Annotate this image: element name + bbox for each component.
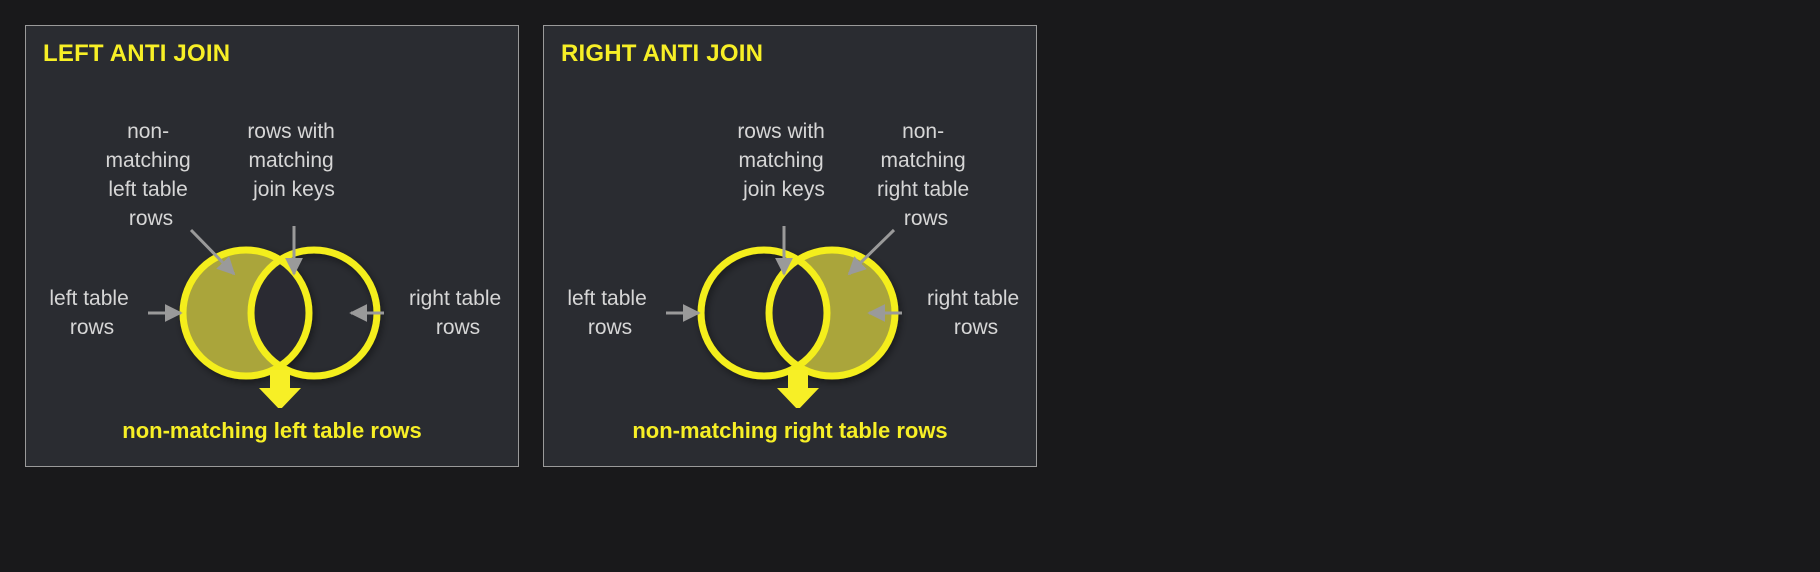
panel-caption: non-matching right table rows	[632, 418, 948, 443]
label-side-left: left table rows	[49, 287, 134, 339]
label-top-left: rows with matching join keys	[737, 120, 830, 201]
label-top-right: rows with matching join keys	[247, 120, 340, 201]
label-side-right: right table rows	[409, 287, 507, 339]
leader-line-top-right	[847, 228, 896, 276]
venn-diagram-left: non- matching left table rows rows with …	[26, 78, 518, 408]
label-top-right: non- matching right table rows	[877, 120, 975, 230]
venn-diagram-right: rows with matching join keys non- matchi…	[544, 78, 1036, 408]
panel-title: LEFT ANTI JOIN	[43, 40, 231, 67]
label-side-right: right table rows	[927, 287, 1025, 339]
panel-right-anti-join: RIGHT ANTI JOIN	[543, 25, 1037, 467]
panel-title: RIGHT ANTI JOIN	[561, 40, 764, 67]
down-arrow-icon	[259, 370, 301, 408]
label-side-left: left table rows	[567, 287, 652, 339]
panel-left-anti-join: LEFT ANTI JOIN	[25, 25, 519, 467]
label-top-left: non- matching left table rows	[105, 120, 196, 230]
leader-line-top-left	[189, 228, 236, 276]
down-arrow-icon	[777, 370, 819, 408]
panel-caption: non-matching left table rows	[122, 418, 422, 443]
